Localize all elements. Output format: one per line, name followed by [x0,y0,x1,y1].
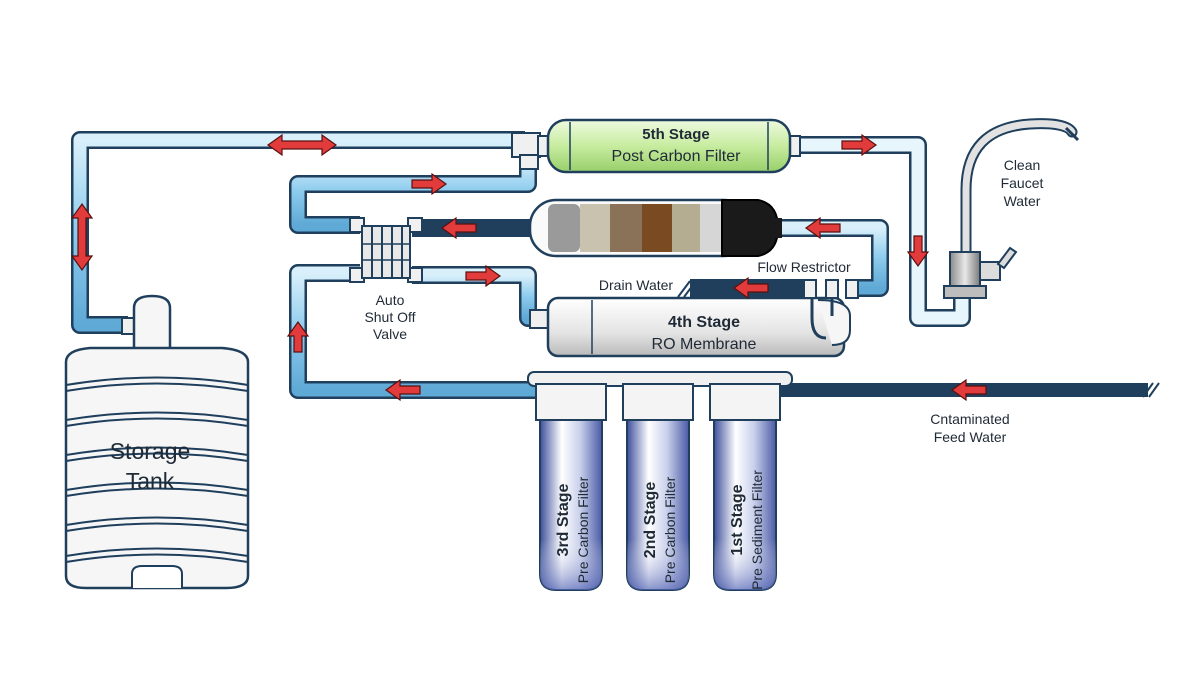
stage3-housing [535,383,607,591]
flow-restrictor [803,279,859,299]
faucet-label-line2: Faucet [1001,175,1044,191]
filter-media-layers [548,204,722,252]
prefilter-housings: 3rd Stage Pre Carbon Filter 2nd Stage Pr… [527,371,793,591]
faucet [943,118,1080,299]
flow-arrow-left [732,276,769,300]
flow-arrow-left [384,378,421,402]
faucet-label-line3: Water [1004,193,1041,209]
prefilter-outlet-pipe [289,264,540,399]
ro-membrane: 4th Stage RO Membrane [529,288,851,358]
stage5-title: 5th Stage [642,126,710,143]
flow-arrow-bidirectional-v [70,202,94,272]
tank-label-line1: Storage [110,438,191,464]
flow-arrow-down [906,235,930,268]
flow-restrictor-label: Flow Restrictor [757,259,851,275]
stage1-title: 1st Stage [729,484,746,555]
stage1-housing [709,383,781,591]
feed-label-line2: Feed Water [934,429,1007,445]
flow-arrow-right [841,133,878,157]
post-carbon-filter: 5th Stage Post Carbon Filter [537,118,801,174]
valve-label-line1: Auto [376,292,405,308]
stage3-title: 3rd Stage [555,483,572,556]
flow-arrow-right [411,172,448,196]
storage-tank: Storage Tank [64,294,250,590]
pipe-break-marks [677,280,1160,398]
stage5-subtitle: Post Carbon Filter [612,148,742,165]
stage2-title: 2nd Stage [642,482,659,559]
flow-arrow-left [440,216,477,240]
inline-media-filter [528,198,782,258]
faucet-label-line1: Clean [1004,157,1041,173]
stage2-subtitle: Pre Carbon Filter [662,476,678,583]
flow-arrow-left [950,378,987,402]
tank-label-line2: Tank [126,468,175,494]
valve-label-line3: Valve [373,326,407,342]
stage1-subtitle: Pre Sediment Filter [749,470,765,590]
flow-arrow-left [804,216,841,240]
auto-shut-off-valve [349,217,423,283]
stage4-title: 4th Stage [668,314,740,331]
tee-fitting [511,132,541,158]
drain-water-label: Drain Water [599,277,674,293]
flow-arrows [70,133,987,402]
feed-label-line1: Cntaminated [930,411,1009,427]
stage3-subtitle: Pre Carbon Filter [575,476,591,583]
flow-arrow-bidirectional-h [266,133,338,157]
flow-arrow-right [465,264,502,288]
stage4-subtitle: RO Membrane [652,336,757,353]
valve-upper-pipe [289,158,537,234]
valve-label-line2: Shut Off [364,309,415,325]
stage2-housing [622,383,694,591]
flow-arrow-up [286,320,310,353]
